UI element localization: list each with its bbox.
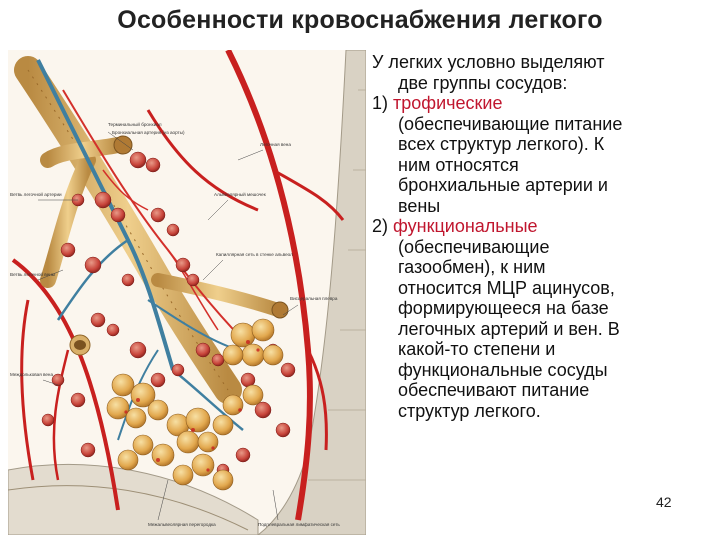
bronchus-branch [40, 152, 96, 288]
label-subpleural-lymph: Подплевральная лимфатическая сеть [258, 522, 340, 527]
alveoli-clusters [106, 318, 284, 491]
pulmonary-artery-right [225, 48, 313, 521]
lung-diagram-svg: Терминальный бронхиол Бронхиальная артер… [7, 48, 367, 536]
item-1-heading: 1) трофические [372, 93, 712, 114]
intro-line-1: У легких условно выделяют [372, 52, 605, 72]
slide-title: Особенности кровоснабжения легкого [117, 6, 603, 34]
label-pleura: Висцеральная плевра [290, 296, 338, 301]
item-2-line: обеспечивают питание [398, 380, 590, 400]
item-2-line: какой-то степени и [398, 339, 556, 359]
capillary-clusters [41, 151, 296, 477]
item-2-line: легочных артерий и вен. В [398, 318, 620, 339]
label-pulmonary-vein-right: Легочная вена [260, 142, 291, 147]
item-2-heading: 2) функциональные [372, 216, 712, 237]
pleura-bottom [7, 463, 259, 536]
item-2-term: функциональные [393, 216, 538, 236]
label-branch-artery: Ветвь легочной артерии [10, 191, 62, 197]
item-1-line: вены [398, 195, 441, 216]
pleura [256, 49, 367, 536]
item-2-line: структур легкого. [398, 400, 541, 421]
page-number: 42 [656, 494, 672, 510]
item-1-number: 1) [372, 93, 389, 113]
label-capillary-net: Капиллярная сеть в стенке альвеол [216, 252, 293, 257]
lung-blood-supply-illustration: Терминальный бронхиол Бронхиальная артер… [7, 48, 367, 536]
label-septum: Межальвеолярная перегородка [148, 522, 216, 527]
label-terminal-bronchiole: Терминальный бронхиол [108, 121, 162, 127]
item-1-line: бронхиальные артерии и [398, 175, 608, 195]
intro-line-2: две группы сосудов: [398, 72, 568, 93]
item-1-line: ним относятся [398, 154, 519, 175]
label-interlobular-vein: Междольковая вена [10, 372, 53, 377]
item-1-line: всех структур легкого). К [398, 134, 605, 154]
item-1-term: трофические [393, 93, 503, 113]
description-text: У легких условно выделяют две группы сос… [372, 52, 712, 421]
label-alveolar-sac: Альвеолярный мешочек [214, 191, 267, 197]
label-bronchial-artery: Бронхиальная артерия (из аорты) [112, 130, 185, 135]
pulmonary-vein-blue [36, 59, 175, 371]
item-2-line: (обеспечивающие [398, 236, 550, 257]
label-pulmonary-vein-left: Ветвь легочной вены [10, 271, 55, 277]
item-2-line: функциональные сосуды [398, 359, 608, 380]
item-2-line: газообмен), к ним [398, 257, 546, 277]
item-2-line: формирующееся на базе [398, 298, 609, 318]
item-2-line: относится МЦР ацинусов, [398, 277, 615, 298]
item-2-number: 2) [372, 216, 389, 236]
item-1-line: (обеспечивающие питание [398, 113, 623, 134]
